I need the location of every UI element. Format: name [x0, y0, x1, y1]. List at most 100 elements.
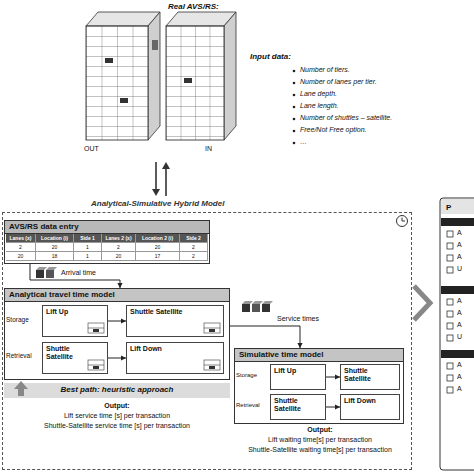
node-text: Lift Down	[127, 343, 203, 355]
node-text: Lift Up	[43, 306, 87, 318]
bullet	[293, 94, 296, 97]
text-label: Input data:	[250, 52, 330, 62]
shuttle-icon	[87, 322, 105, 334]
node-text: Lift Up	[271, 365, 325, 377]
icon-shuttle	[209, 329, 215, 332]
node-text: Shuttle Satellite	[341, 365, 399, 385]
text-label: Real AVS/RS:	[168, 2, 288, 12]
icon-shelf	[88, 360, 104, 370]
panel-item: U	[457, 265, 473, 273]
model-box: Simulative time modelLift Up Shuttle Sate…	[234, 348, 404, 424]
lift-box: Lift Down	[126, 342, 224, 374]
cube-top	[252, 301, 263, 304]
connector-line	[230, 326, 300, 348]
bullet	[293, 130, 296, 133]
table-cell: 2	[102, 243, 136, 252]
icon-shelf	[204, 323, 220, 333]
table-cell: 18	[36, 252, 74, 261]
icon-shelf-line	[88, 365, 104, 366]
connector-line	[30, 264, 120, 288]
edge-label: Service times	[276, 314, 320, 323]
arrow-head	[152, 189, 160, 196]
rack-side	[148, 12, 160, 140]
node-text: Lift Down	[341, 395, 399, 407]
node-text: Shuttle Satellite	[271, 395, 325, 415]
rack-front	[166, 26, 224, 140]
warehouse-rack-right	[152, 12, 236, 140]
text-label: Free/Not Free option.	[300, 126, 470, 134]
best-path-arrow	[14, 381, 28, 396]
table-cell: 20	[136, 243, 180, 252]
panel-bar	[441, 218, 474, 226]
checkbox	[447, 311, 453, 317]
table-cell: 17	[136, 252, 180, 261]
node-text: Shuttle Satellite	[127, 306, 203, 318]
shuttle-icon	[203, 359, 221, 371]
cube-top	[46, 267, 57, 270]
panel-item: A	[457, 297, 473, 305]
lift-box: Lift Up	[42, 305, 108, 337]
text-label: Shuttle-Satellite waiting time[s] per tr…	[232, 446, 408, 454]
bullets	[293, 70, 296, 145]
text-label: Lift waiting time[s] per transaction	[232, 436, 408, 444]
cube	[36, 270, 44, 278]
shuttle-box: Shuttle Satellite	[270, 394, 326, 420]
shuttle-box: Shuttle Satellite	[126, 305, 224, 337]
connector	[326, 374, 340, 379]
data-entry-box: AVS/RS data entryLanes (x)Location (i)Si…	[4, 220, 210, 264]
table-cell: Side 1	[74, 234, 102, 243]
table-cell: 20	[36, 243, 74, 252]
cube	[262, 304, 270, 312]
text-label: IN	[205, 145, 229, 153]
text-label: Lane length.	[300, 102, 470, 110]
node-text: AVS/RS data entry	[5, 221, 209, 234]
text-label: Number of lanes per tier.	[300, 78, 470, 86]
icon-shelf-line	[204, 365, 220, 366]
text-label: Lift service time [s] per transaction	[4, 412, 230, 420]
text-label: OUT	[84, 145, 114, 153]
clock-hands	[402, 218, 405, 222]
text-label: Number of shuttles – satellite.	[300, 114, 470, 122]
text-label: …	[300, 138, 470, 146]
node-text: Simulative time model	[235, 349, 403, 362]
rack-side	[224, 12, 236, 140]
panel-bar	[441, 286, 474, 294]
warehouse-rack-left	[86, 12, 160, 140]
model-box: Analytical travel time modelLift Up Shutt…	[4, 288, 230, 380]
icon-shuttle	[93, 329, 99, 332]
icon-shuttle	[93, 366, 99, 369]
connector	[230, 326, 303, 348]
checkbox	[447, 255, 453, 261]
arrival-cubes	[36, 267, 57, 278]
text-label: Storage	[236, 372, 269, 379]
panel-bar	[441, 350, 474, 358]
panel-frame	[440, 198, 474, 470]
table-cell: 2	[6, 243, 36, 252]
text-label: P	[446, 203, 472, 213]
table-cell: 20	[6, 252, 36, 261]
cube	[46, 270, 54, 278]
text-label: Retrieval	[236, 402, 269, 409]
checkbox	[447, 375, 453, 381]
cube-top	[242, 301, 253, 304]
table-cell: 2	[180, 252, 208, 261]
cube	[252, 304, 260, 312]
icon-shelf-line	[204, 328, 220, 329]
bullet	[293, 118, 296, 121]
edge-label: Arrival time	[60, 268, 97, 277]
arrow-line	[155, 162, 157, 190]
icon-shuttle	[209, 366, 215, 369]
table-cell: Side 2	[180, 234, 208, 243]
shuttle-box: Shuttle Satellite	[340, 364, 400, 390]
text-label: Output:	[232, 426, 408, 434]
shuttle-icon	[87, 359, 105, 371]
table-cell: Lanes (x)	[6, 234, 36, 243]
panel-item: A	[457, 321, 473, 329]
table-cell: 1	[74, 252, 102, 261]
service-cubes	[242, 301, 273, 312]
rack-front	[86, 26, 148, 140]
node-text: Analytical travel time model	[5, 289, 229, 302]
panel-item: A	[457, 373, 473, 381]
icon-shelf	[204, 360, 220, 370]
